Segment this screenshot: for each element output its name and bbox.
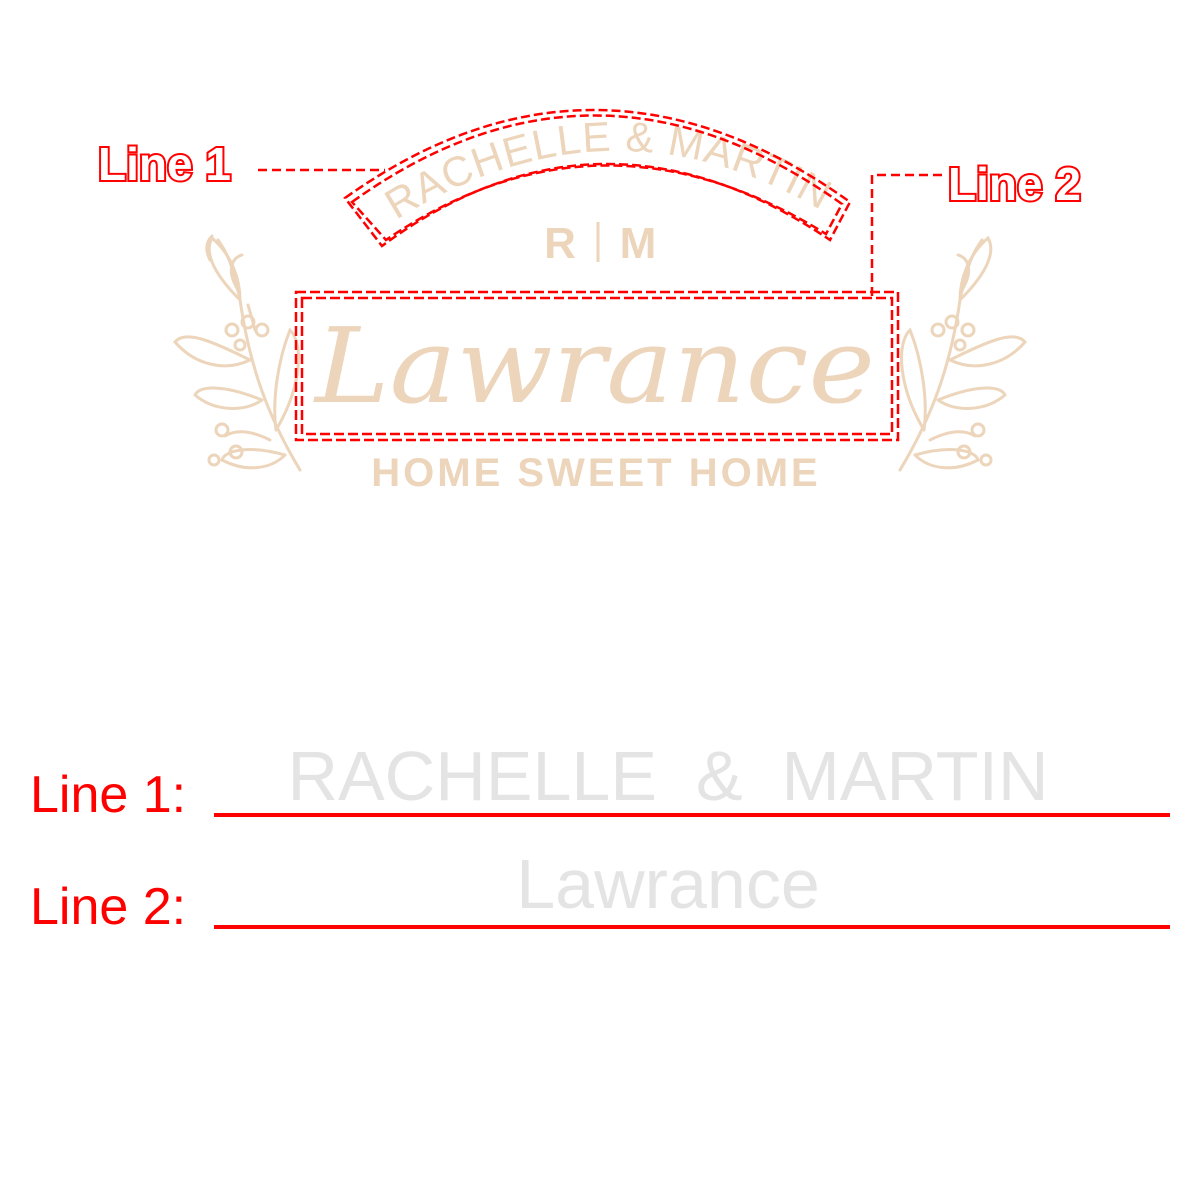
callout-guides — [258, 108, 942, 442]
line2-rect-outline — [294, 290, 900, 442]
line2-leader — [870, 173, 942, 296]
form-line2-label: Line 2: — [30, 878, 186, 936]
callout-line2-label: Line 2 — [948, 158, 1081, 210]
left-laurel-branch — [173, 234, 302, 472]
arc-names-text: RACHELLE & MARTIN — [377, 113, 840, 228]
line2-rect-outline-inner — [300, 296, 894, 436]
right-laurel-branch — [898, 235, 1027, 472]
family-name-text: Lawrance — [313, 305, 875, 427]
sign-design — [173, 222, 1027, 472]
form-line2-value: Lawrance — [516, 845, 820, 923]
monogram-left: R — [544, 219, 576, 268]
monogram-right: M — [620, 219, 657, 268]
callout-line1-label: Line 1 — [98, 138, 231, 190]
form-line1-label: Line 1: — [30, 766, 186, 824]
tagline-text: HOME SWEET HOME — [371, 451, 820, 495]
line1-arc-outline-inner — [350, 114, 844, 242]
form-line1-value: RACHELLE & MARTIN — [287, 737, 1048, 815]
